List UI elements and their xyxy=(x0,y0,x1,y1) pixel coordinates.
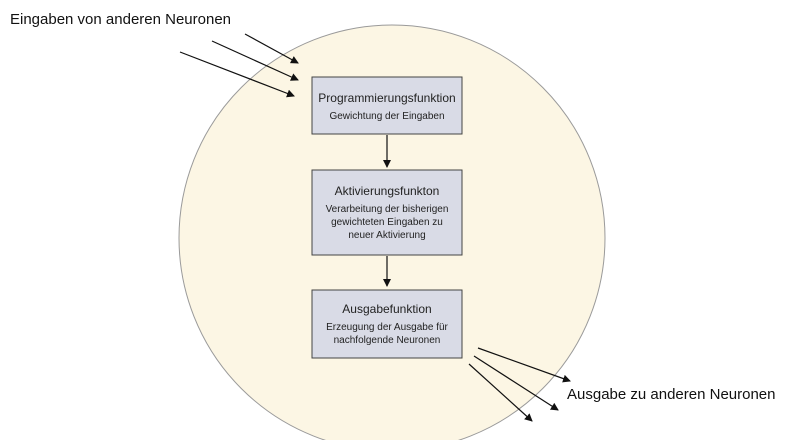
box-aktivierungsfunkton: Aktivierungsfunkton Verarbeitung der bis… xyxy=(311,169,463,256)
box-line: nachfolgende Neuronen xyxy=(334,335,441,346)
box-title: Programmierungsfunktion xyxy=(318,91,455,105)
box-line: gewichteten Eingaben zu xyxy=(331,217,443,228)
box-programmierungsfunktion: Programmierungsfunktion Gewichtung der E… xyxy=(311,76,463,135)
box-shape xyxy=(311,76,463,135)
input-arrow xyxy=(211,40,299,81)
box-shape xyxy=(311,289,463,359)
box-ausgabefunktion: Ausgabefunktion Erzeugung der Ausgabe fü… xyxy=(311,289,463,359)
input-arrow xyxy=(179,51,295,98)
inputs-label: Eingaben von anderen Neuronen xyxy=(10,11,231,28)
box-line: Verarbeitung der bisherigen xyxy=(326,204,449,215)
output-arrows xyxy=(468,347,571,422)
box-title: Ausgabefunktion xyxy=(342,302,431,316)
box-shape xyxy=(311,169,463,256)
input-arrow xyxy=(244,33,299,64)
box-line: Gewichtung der Eingaben xyxy=(329,111,444,122)
box-line: neuer Aktivierung xyxy=(348,230,425,241)
box-title: Aktivierungsfunkton xyxy=(335,184,440,198)
output-arrow xyxy=(477,347,571,383)
box-line: Erzeugung der Ausgabe für xyxy=(326,322,448,333)
output-arrow xyxy=(468,363,533,422)
input-arrows xyxy=(179,33,299,98)
output-arrow xyxy=(473,355,559,411)
outputs-label: Ausgabe zu anderen Neuronen xyxy=(567,386,776,403)
